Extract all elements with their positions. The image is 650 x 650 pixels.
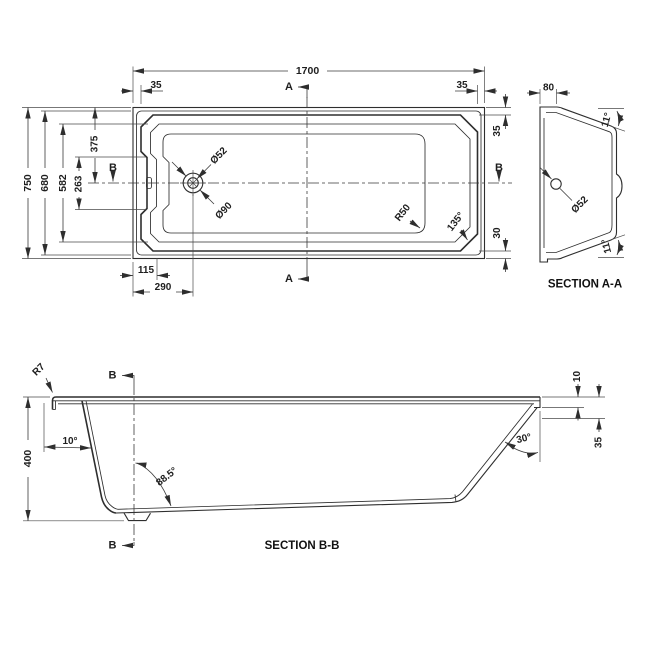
- dim-bb-rim-thickness: 10: [542, 371, 605, 421]
- dim-rim-gap-bottom: 30: [479, 227, 511, 272]
- dim-bb-foot-angle: 30°: [504, 411, 541, 462]
- bb-mark-top: B: [109, 370, 117, 382]
- dim-drain-position: 115 290: [120, 194, 194, 297]
- bb-rim-top: [51, 396, 540, 410]
- dim-half-375: 375: [90, 107, 101, 183]
- dim-aa-angle-top: 11°: [598, 108, 626, 132]
- dim-rim-gap-top-value: 35: [492, 125, 503, 137]
- bb-mark-bottom: B: [109, 540, 117, 552]
- dim-bb-height: 400: [22, 396, 124, 522]
- dim-end-gap-right-value: 35: [456, 80, 468, 91]
- corner-labels: R50 135°: [393, 202, 468, 241]
- bb-rim-right-end: [534, 397, 541, 409]
- dim-width-inner-value: 680: [39, 174, 51, 192]
- section-a-marks: A A: [285, 81, 309, 285]
- dim-bb-bottom-angle-value: 88.5°: [154, 465, 179, 488]
- dim-rim-gap-bottom-value: 30: [492, 227, 503, 239]
- label-bb-rim-radius: R7: [31, 361, 53, 393]
- section-bb-title: SECTION B-B: [265, 540, 340, 552]
- section-bb-view: B B 400 R7 10° 88.5°: [22, 361, 605, 552]
- section-aa-view: Ø52 80 11° 11° SECTION A-A: [527, 83, 626, 291]
- dim-step-span-value: 263: [74, 175, 85, 192]
- dim-aa-rim-width-value: 80: [543, 83, 555, 94]
- dim-width-680: 680: [39, 110, 131, 256]
- dim-bb-foot-angle-value: 30°: [515, 432, 532, 446]
- dim-bb-height-value: 400: [22, 450, 34, 468]
- dim-end-gap-left: 35: [121, 80, 163, 104]
- dim-bb-rim-drop: 35: [542, 384, 605, 448]
- corner-radius-label: R50: [393, 202, 413, 224]
- section-aa-title: SECTION A-A: [548, 279, 622, 291]
- dim-half-width-value: 375: [90, 135, 101, 152]
- bb-head-wall-outer: [81, 400, 117, 514]
- dim-rim-gap-top: 35: [479, 94, 511, 137]
- dim-bb-rim-thickness-value: 10: [572, 371, 583, 383]
- dim-end-gap-right: 35: [455, 80, 497, 104]
- dim-width-582: 582: [57, 123, 148, 243]
- dim-width-value: 750: [22, 174, 34, 192]
- section-b-label-right: B: [495, 162, 503, 174]
- dim-bb-head-angle: 10°: [43, 403, 92, 452]
- chamfer-angle-label: 135°: [445, 210, 466, 233]
- dim-aa-angle-bottom: 11°: [598, 234, 626, 258]
- drain-dia-label: Ø90: [213, 200, 234, 221]
- dim-aa-rim-width: 80: [527, 83, 570, 104]
- dim-aa-angle-bottom-value: 11°: [600, 238, 614, 255]
- dim-bb-rim-drop-value: 35: [594, 437, 605, 449]
- plan-bottom-outline: [162, 133, 426, 234]
- section-a-label-top: A: [285, 81, 293, 93]
- dim-step-263: 263: [74, 156, 146, 210]
- bb-bottom-exterior: [115, 407, 538, 514]
- dim-width-750: 750: [22, 107, 131, 259]
- section-b-label-left: B: [109, 162, 117, 174]
- waste-dia-label: Ø52: [208, 145, 229, 166]
- section-a-label-bottom: A: [285, 273, 293, 285]
- plan-inner-outline: [150, 123, 471, 243]
- dim-length-value: 1700: [296, 65, 320, 77]
- bb-head-wall-inner: [85, 400, 119, 510]
- aa-waste-dia-label: Ø52: [569, 194, 590, 215]
- plan-view: A A B B 1700 35 35: [22, 65, 512, 297]
- dim-drain-inset-value: 115: [138, 265, 155, 276]
- dim-width-opening-value: 582: [57, 174, 69, 192]
- dim-aa-angle-top-value: 11°: [600, 112, 614, 129]
- dim-drain-center-value: 290: [155, 282, 172, 293]
- bb-rim-radius-value: R7: [31, 361, 48, 378]
- aa-waste-hole: [550, 178, 562, 190]
- aa-inner-profile: [546, 112, 613, 253]
- aa-outer-profile: [539, 106, 623, 263]
- dim-length: 1700: [132, 65, 485, 103]
- bb-corner-tick: [454, 494, 457, 503]
- dim-end-gap-left-value: 35: [150, 80, 162, 91]
- bb-foot: [123, 512, 151, 522]
- dim-bb-head-angle-value: 10°: [62, 436, 77, 447]
- bb-bottom-interior: [117, 403, 533, 510]
- section-b-marks-plan: B B: [109, 162, 503, 182]
- dim-bb-bottom-angle: 88.5°: [135, 462, 180, 507]
- plan-opening-outline: [140, 114, 479, 252]
